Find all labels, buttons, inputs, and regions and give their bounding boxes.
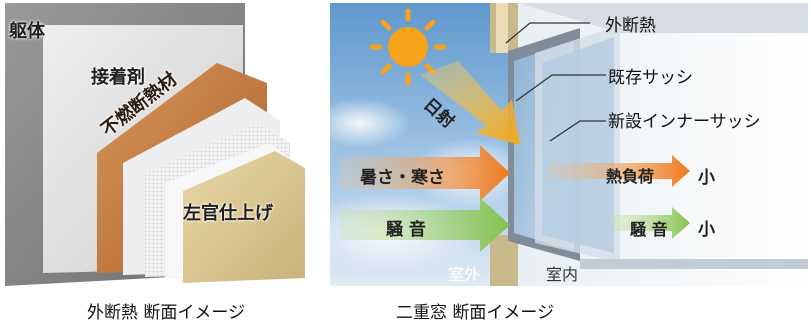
label-noise-inside: 騒 音 — [630, 220, 668, 239]
label-finish: 左官仕上げ — [183, 203, 273, 224]
double-window-illustration — [300, 3, 808, 286]
heat-cold-arrow — [340, 145, 510, 201]
heat-load-arrow — [548, 155, 690, 187]
label-heat-load: 熱負荷 — [606, 167, 655, 186]
callout-line-inner-sash — [549, 120, 606, 142]
callout-line-existing-sash — [515, 74, 606, 102]
double-window-diagram: 外断熱 既存サッシ 新設インナーサッシ 日射 暑さ・寒さ 騒 音 熱負荷 騒 音… — [300, 3, 808, 286]
sun — [388, 27, 428, 67]
external-insulation-diagram: 躯体 接着剤 不燃断熱材 左官仕上げ — [5, 3, 307, 286]
sunlight-arrow — [420, 61, 520, 145]
insulation-layers-illustration — [5, 3, 305, 286]
callout-line-external-insulation — [505, 22, 590, 44]
label-adhesive: 接着剤 — [91, 67, 145, 88]
label-small-heat: 小 — [698, 168, 715, 188]
sun-rays — [369, 8, 447, 86]
noise-arrow-inside — [612, 207, 690, 239]
ceiling — [518, 3, 808, 33]
label-body: 躯体 — [9, 21, 45, 42]
callout-existing-sash: 既存サッシ — [608, 68, 693, 88]
right-caption: 二重窓 断面イメージ — [396, 303, 555, 323]
noise-arrow-outside — [340, 198, 510, 252]
inner-sash-glass — [542, 37, 614, 253]
plaster-finish-layer — [183, 151, 305, 283]
callout-external-insulation: 外断熱 — [605, 16, 656, 36]
window-sill — [580, 259, 808, 269]
label-inside: 室内 — [546, 265, 579, 284]
left-caption: 外断熱 断面イメージ — [87, 303, 246, 323]
external-insulation-wall-bottom — [490, 235, 518, 286]
label-noise-outside: 騒 音 — [386, 220, 426, 240]
callout-new-inner-sash: 新設インナーサッシ — [608, 112, 761, 132]
label-heat-cold: 暑さ・寒さ — [360, 168, 445, 188]
label-outside: 室外 — [448, 265, 481, 284]
cloud — [310, 98, 410, 148]
label-small-noise: 小 — [698, 220, 715, 240]
